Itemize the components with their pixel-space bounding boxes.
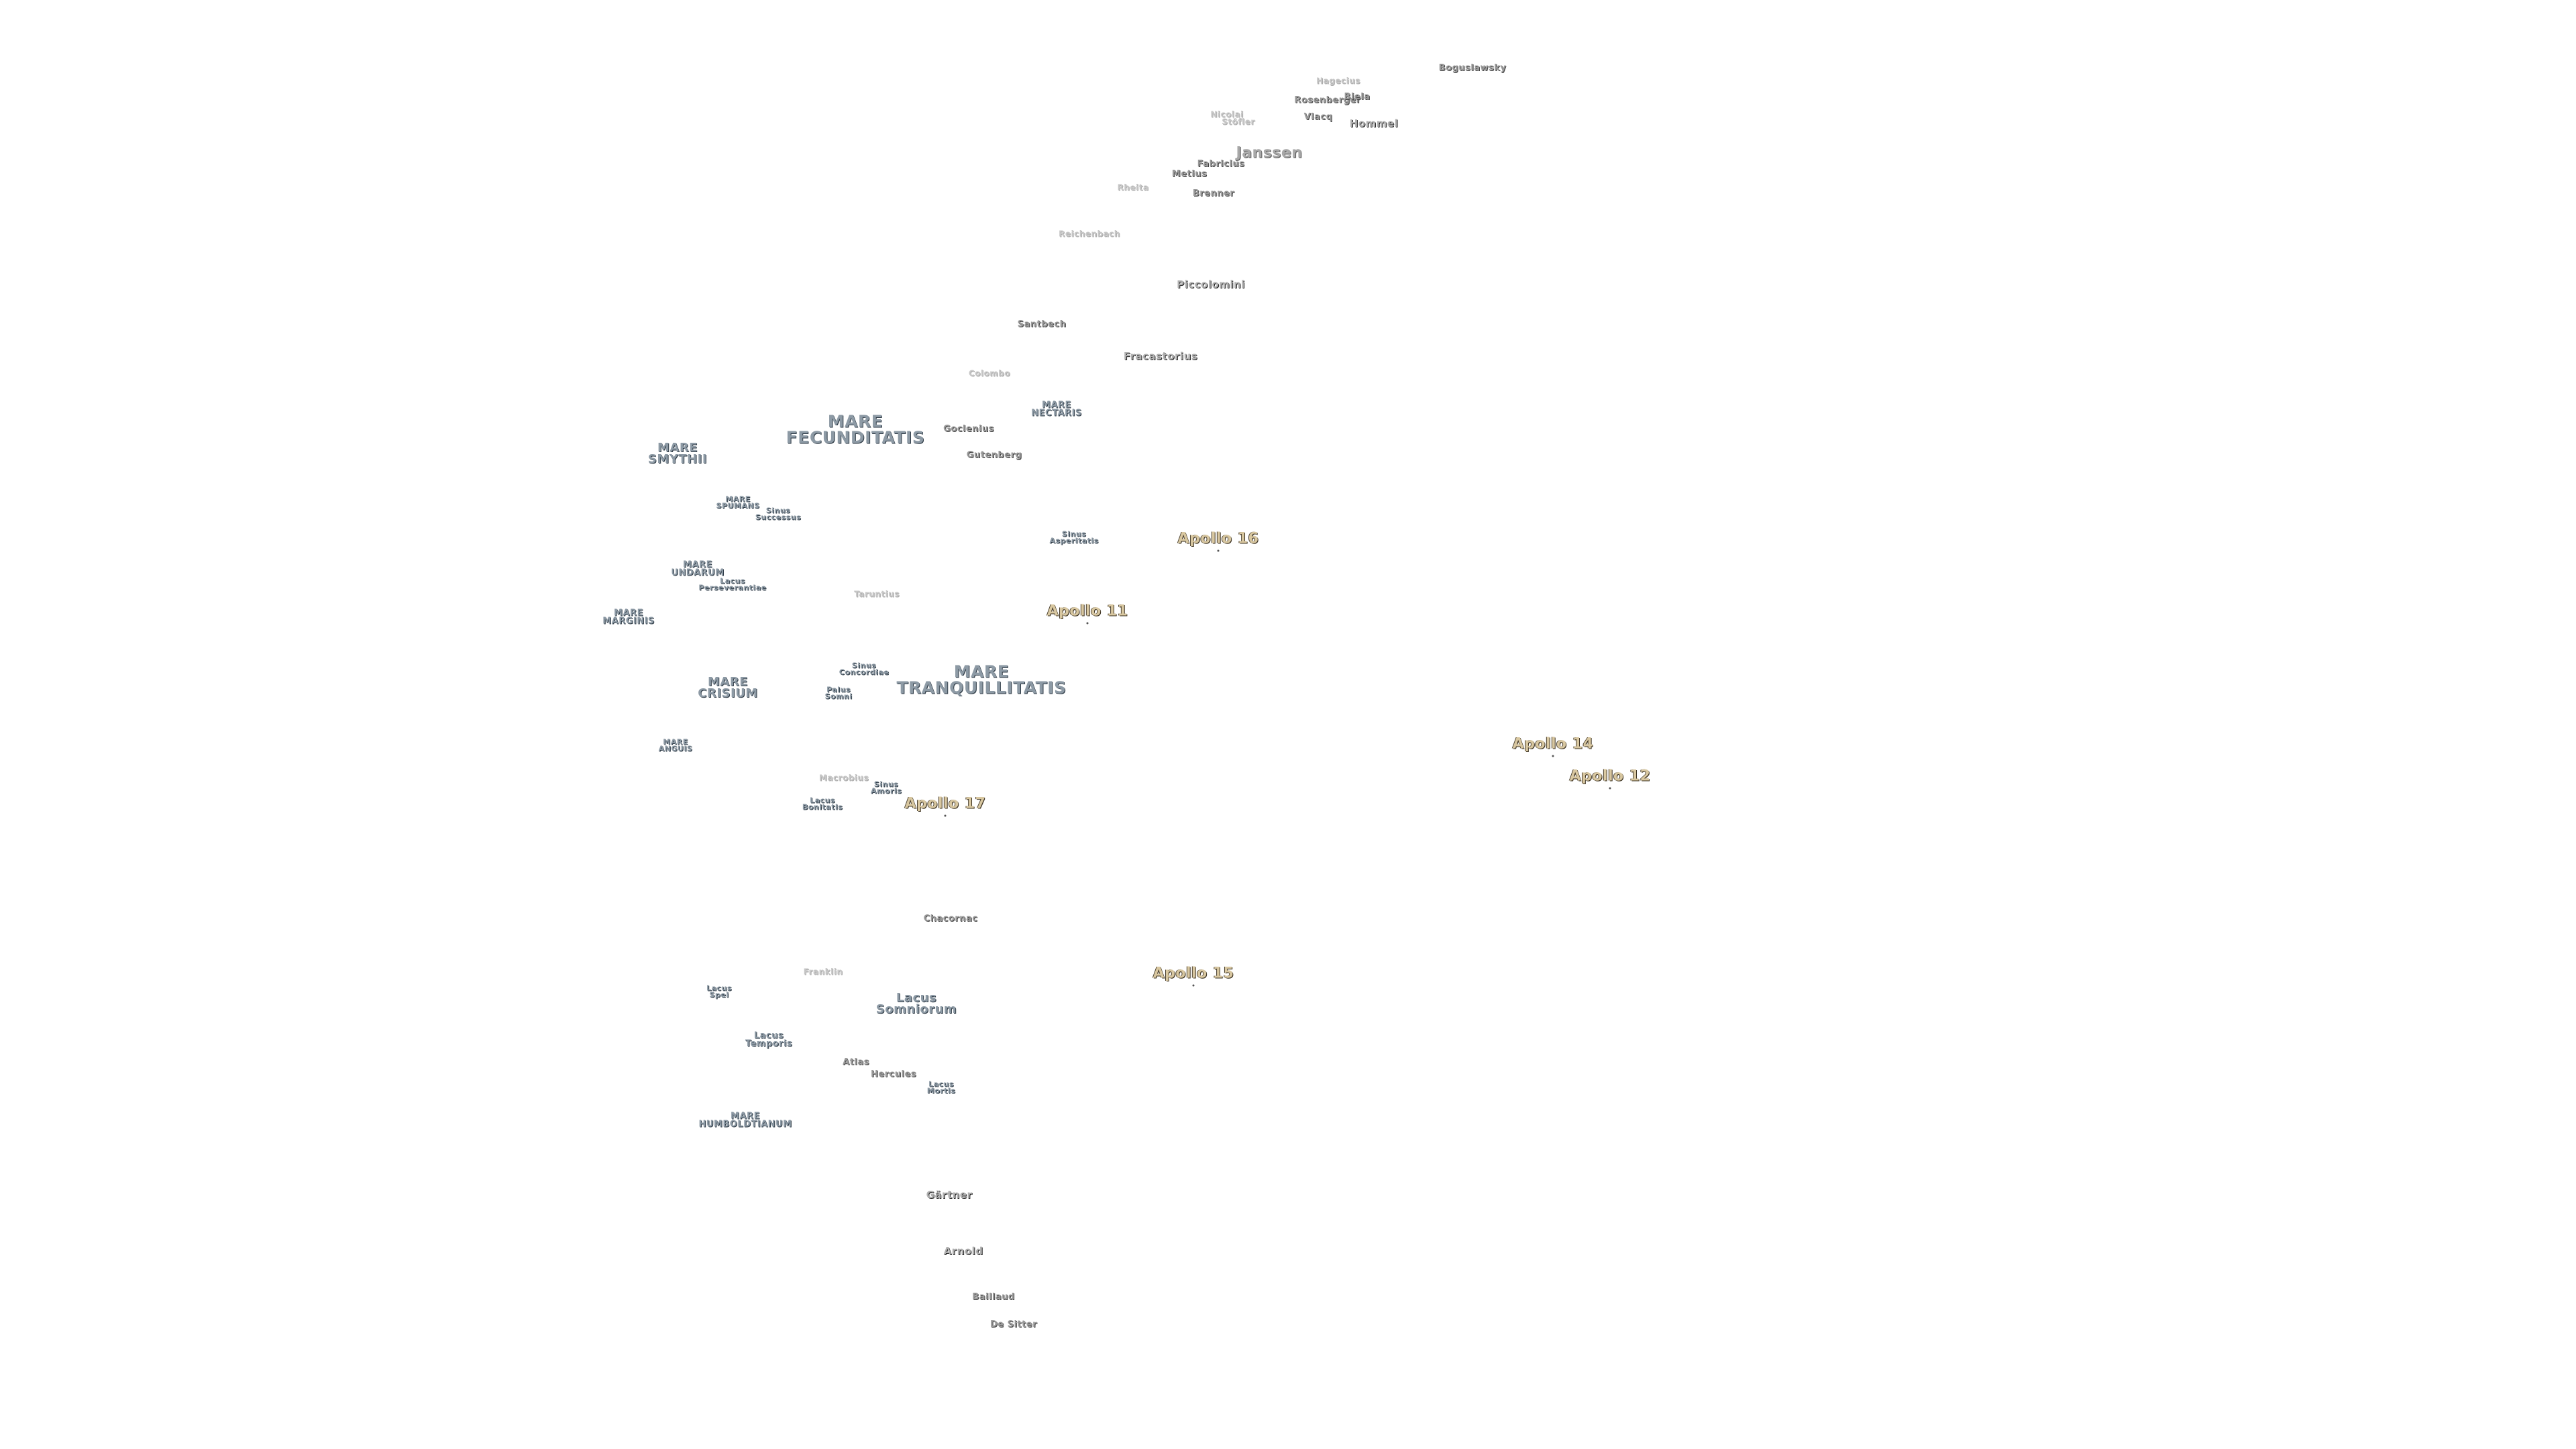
apollo-16-site-marker[interactable] (1217, 549, 1220, 552)
label-crater-macrobius: Macrobius (818, 773, 869, 783)
label-crater-de-sitter: De Sitter (989, 1319, 1038, 1330)
label-crater-reichenbach: Reichenbach (1059, 229, 1120, 239)
label-crater-vlacq: Vlacq (1303, 111, 1333, 122)
label-crater-gartner: Gärtner (926, 1188, 973, 1201)
label-crater-hommel: Hommel (1349, 117, 1399, 129)
apollo-12-site-marker[interactable] (1609, 787, 1611, 790)
label-crater-piccolomini: Piccolomini (1177, 278, 1245, 290)
label-crater-gutenberg: Gutenberg (966, 449, 1022, 460)
label-lacus-perseverantiae: Lacus Perseverantiae (698, 576, 767, 592)
label-crater-chacornac: Chacornac (923, 913, 978, 924)
label-crater-santbech: Santbech (1017, 319, 1067, 329)
label-mare-smythii: MARE SMYTHII (647, 440, 708, 466)
label-crater-fracastorius: Fracastorius (1123, 350, 1198, 362)
label-mare-undarum: MARE UNDARUM (671, 559, 724, 578)
label-apollo-17[interactable]: Apollo 17 (904, 795, 986, 812)
label-sinus-asperitatis: Sinus Asperitatis (1049, 529, 1099, 545)
label-crater-atlas: Atlas (843, 1057, 869, 1067)
label-mare-fecunditatis: MARE FECUNDITATIS (786, 411, 925, 447)
label-mare-nectaris: MARE NECTARIS (1031, 400, 1082, 419)
label-crater-arnold: Arnold (943, 1244, 983, 1257)
label-crater-stofler: Stöfler (1222, 117, 1255, 127)
label-lacus-somniorum: Lacus Somniorum (875, 990, 957, 1016)
label-crater-hercules: Hercules (870, 1069, 917, 1079)
label-mare-humboldtianum: MARE HUMBOLDTIANUM (698, 1111, 792, 1130)
label-apollo-16[interactable]: Apollo 16 (1177, 530, 1259, 547)
label-mare-crisium: MARE CRISIUM (698, 674, 758, 700)
label-lacus-temporis: Lacus Temporis (745, 1030, 793, 1049)
label-sinus-amoris: Sinus Amoris (870, 780, 902, 796)
label-mare-marginis: MARE MARGINIS (602, 608, 655, 627)
label-crater-fabricius: Fabricius (1197, 158, 1245, 169)
label-apollo-15[interactable]: Apollo 15 (1152, 965, 1234, 982)
label-sinus-successus: Sinus Successus (755, 506, 802, 522)
label-apollo-12[interactable]: Apollo 12 (1569, 767, 1651, 785)
apollo-14-site-marker[interactable] (1552, 755, 1554, 757)
label-crater-rosenberger: Rosenberger (1294, 95, 1361, 105)
label-crater-taruntius: Taruntius (854, 589, 900, 599)
label-palus-somni: Palus Somni (824, 685, 853, 701)
label-lacus-bonitatis: Lacus Bonitatis (802, 796, 843, 812)
label-crater-brenner: Brenner (1192, 188, 1235, 199)
label-crater-metius: Metius (1171, 168, 1208, 179)
label-crater-janssen: Janssen (1236, 144, 1303, 162)
label-mare-spumans: MARE SPUMANS (716, 494, 760, 511)
label-crater-colombo: Colombo (968, 368, 1011, 378)
label-crater-franklin: Franklin (803, 967, 843, 977)
label-crater-baillaud: Baillaud (972, 1291, 1015, 1302)
label-mare-anguis: MARE ANGUIS (658, 737, 693, 753)
label-crater-goclenius: Goclenius (943, 423, 994, 434)
label-apollo-14[interactable]: Apollo 14 (1512, 735, 1594, 753)
apollo-17-site-marker[interactable] (944, 814, 947, 817)
label-crater-rheita: Rheita (1117, 182, 1149, 193)
label-apollo-11[interactable]: Apollo 11 (1046, 602, 1128, 620)
label-lacus-spei: Lacus Spei (706, 983, 732, 1000)
label-crater-biela: Biela (1344, 91, 1371, 102)
label-crater-boguslawsky: Boguslawsky (1438, 62, 1507, 73)
label-lacus-mortis: Lacus Mortis (926, 1079, 956, 1095)
label-crater-hagecius: Hagecius (1316, 76, 1360, 86)
label-sinus-concordiae: Sinus Concordiae (839, 661, 890, 677)
label-crater-nicolai: Nicolai (1210, 109, 1244, 119)
apollo-11-site-marker[interactable] (1086, 622, 1089, 625)
apollo-15-site-marker[interactable] (1192, 984, 1195, 987)
label-mare-tranquillitatis: MARE TRANQUILLITATIS (896, 661, 1067, 697)
